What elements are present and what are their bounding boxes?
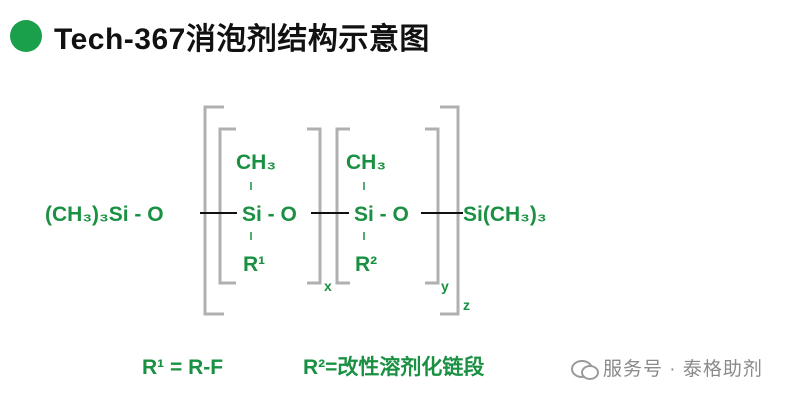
unit1-bracket-left — [218, 127, 236, 285]
watermark-text: 服务号 · 泰格助剂 — [603, 359, 763, 380]
left-end-group: (CH₃)₃Si - O — [45, 203, 164, 226]
header: Tech-367消泡剂结构示意图 — [10, 14, 430, 58]
outer-bracket-left — [203, 105, 224, 316]
unit2-si-o: Si - O — [354, 203, 409, 226]
unit1-subscript-x: x — [324, 278, 332, 294]
unit1-r1: R¹ — [243, 253, 265, 276]
legend-r1: R¹ = R-F — [142, 356, 223, 379]
outer-subscript-z: z — [463, 297, 470, 313]
unit1-si-o: Si - O — [242, 203, 297, 226]
unit2-subscript-y: y — [441, 278, 449, 294]
unit2-top-ch3: CH₃ — [346, 151, 386, 174]
outer-bracket-right — [440, 105, 460, 316]
page-title: Tech-367消泡剂结构示意图 — [54, 23, 430, 56]
wechat-icon — [571, 358, 599, 380]
right-end-group: Si(CH₃)₃ — [463, 203, 547, 226]
watermark: 服务号 · 泰格助剂 — [571, 354, 763, 381]
unit2-r2: R² — [355, 253, 377, 276]
legend-r2: R²=改性溶剂化链段 — [303, 355, 484, 379]
unit1-bracket-right — [307, 127, 322, 285]
unit1-top-ch3: CH₃ — [236, 151, 276, 174]
unit2-bracket-left — [335, 127, 350, 285]
green-dot-icon — [10, 20, 42, 52]
unit2-bracket-right — [425, 127, 440, 285]
